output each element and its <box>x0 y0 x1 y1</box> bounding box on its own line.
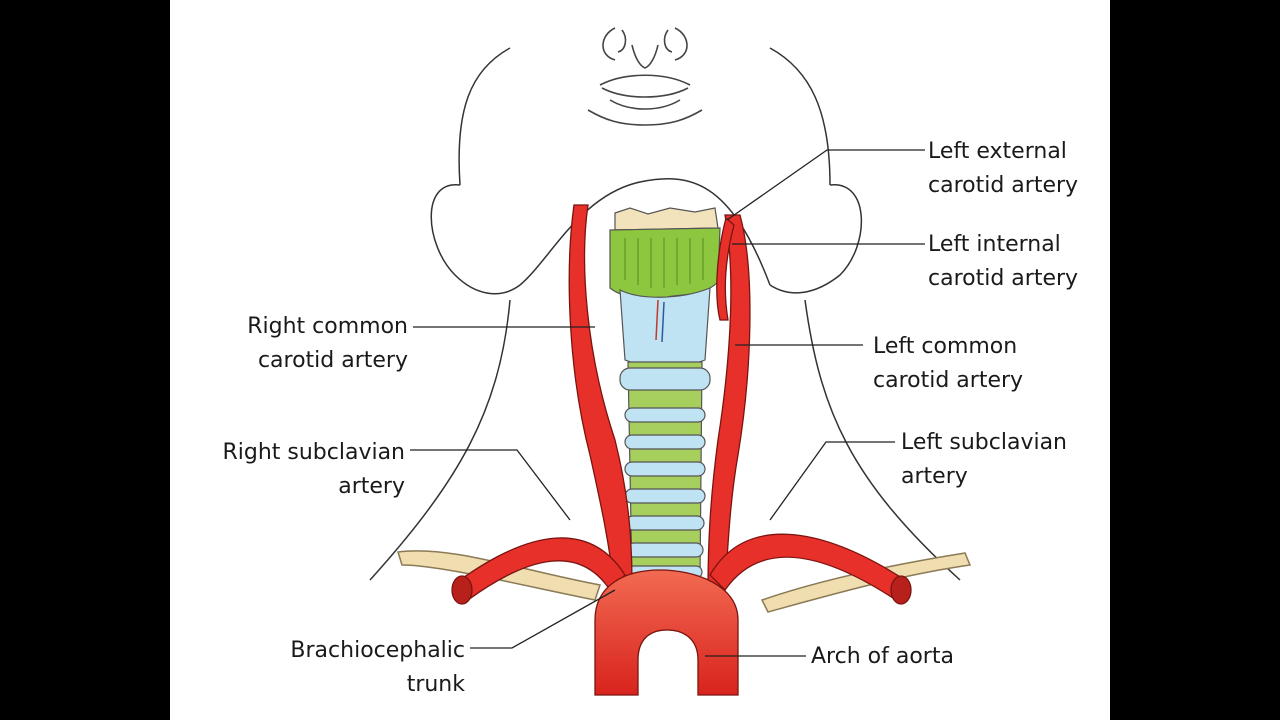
left-internal-carotid-artery <box>716 216 735 321</box>
neck-arteries-illustration <box>369 27 972 696</box>
label-line-1: Right common <box>247 314 408 339</box>
label-brachiocephalic-trunk: Brachiocephalic trunk <box>260 634 465 702</box>
leader-lines <box>410 149 925 657</box>
label-left-internal-carotid: Left internal carotid artery <box>928 228 1078 296</box>
label-line-1: Arch of aorta <box>811 644 954 669</box>
label-line-2: artery <box>901 464 968 489</box>
label-line-2: trunk <box>406 672 465 697</box>
label-right-subclavian: Right subclavian artery <box>200 436 405 504</box>
label-line-1: Right subclavian <box>222 440 405 465</box>
label-line-2: carotid artery <box>257 348 408 373</box>
label-left-external-carotid: Left external carotid artery <box>928 135 1078 203</box>
label-left-common-carotid: Left common carotid artery <box>873 330 1023 398</box>
label-line-1: Left external <box>928 139 1067 164</box>
label-line-2: carotid artery <box>928 173 1079 198</box>
label-line-2: artery <box>338 474 405 499</box>
label-line-2: carotid artery <box>928 266 1079 291</box>
right-subclavian-artery <box>459 537 626 602</box>
label-line-1: Brachiocephalic <box>290 638 465 663</box>
hyoid-bone <box>614 207 719 231</box>
label-line-1: Left internal <box>928 232 1061 257</box>
label-line-1: Left common <box>873 334 1018 359</box>
arteries <box>451 204 912 696</box>
larynx-trachea <box>609 207 721 581</box>
cricothyroid-membrane <box>619 287 711 367</box>
face-features <box>587 27 703 126</box>
label-right-common-carotid: Right common carotid artery <box>218 310 408 378</box>
diagram-canvas: Left external carotid artery Left intern… <box>170 0 1110 720</box>
label-left-subclavian: Left subclavian artery <box>901 426 1067 494</box>
label-line-1: Left subclavian <box>901 430 1067 455</box>
aortic-arch <box>594 569 739 696</box>
neck-outline <box>369 47 961 581</box>
label-arch-of-aorta: Arch of aorta <box>811 640 954 674</box>
label-line-2: carotid artery <box>873 368 1024 393</box>
